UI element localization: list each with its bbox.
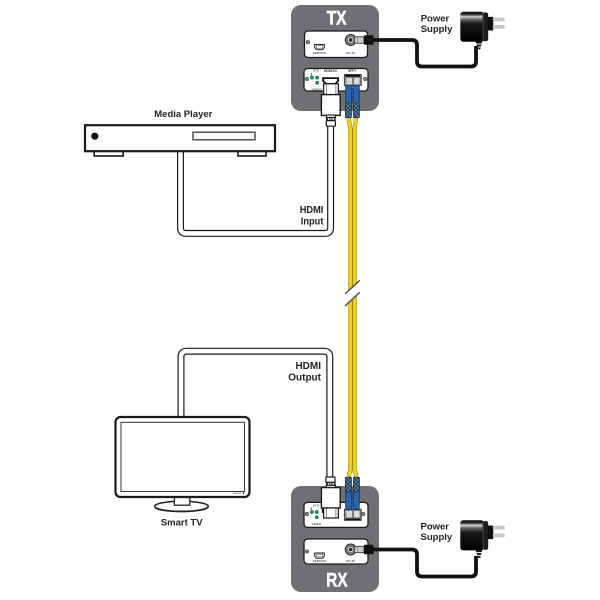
svg-text:HDMI: HDMI: [300, 205, 324, 216]
svg-text:SYS: SYS: [313, 503, 319, 507]
svg-text:Power: Power: [421, 14, 450, 25]
svg-text:Supply: Supply: [421, 24, 453, 35]
svg-text:Smart TV: Smart TV: [161, 517, 203, 528]
svg-text:RX: RX: [326, 569, 347, 591]
svg-text:Power: Power: [421, 522, 450, 533]
svg-text:Output: Output: [288, 373, 321, 384]
svg-text:HDMI: HDMI: [295, 361, 321, 372]
svg-text:DC IN: DC IN: [346, 51, 355, 55]
svg-text:Input: Input: [301, 217, 324, 228]
svg-text:Media Player: Media Player: [154, 109, 212, 120]
svg-text:VIDEO: VIDEO: [312, 522, 322, 526]
svg-text:SERVICE: SERVICE: [313, 559, 327, 563]
svg-text:DC IN: DC IN: [346, 559, 355, 563]
svg-text:Supply: Supply: [421, 532, 453, 543]
svg-text:HDMI IN: HDMI IN: [324, 69, 337, 73]
svg-text:SYS: SYS: [313, 68, 319, 72]
svg-text:VIDEO: VIDEO: [312, 87, 322, 91]
svg-text:TX: TX: [327, 8, 347, 30]
svg-text:SFP+: SFP+: [348, 69, 356, 73]
svg-text:SERVICE: SERVICE: [313, 51, 327, 55]
